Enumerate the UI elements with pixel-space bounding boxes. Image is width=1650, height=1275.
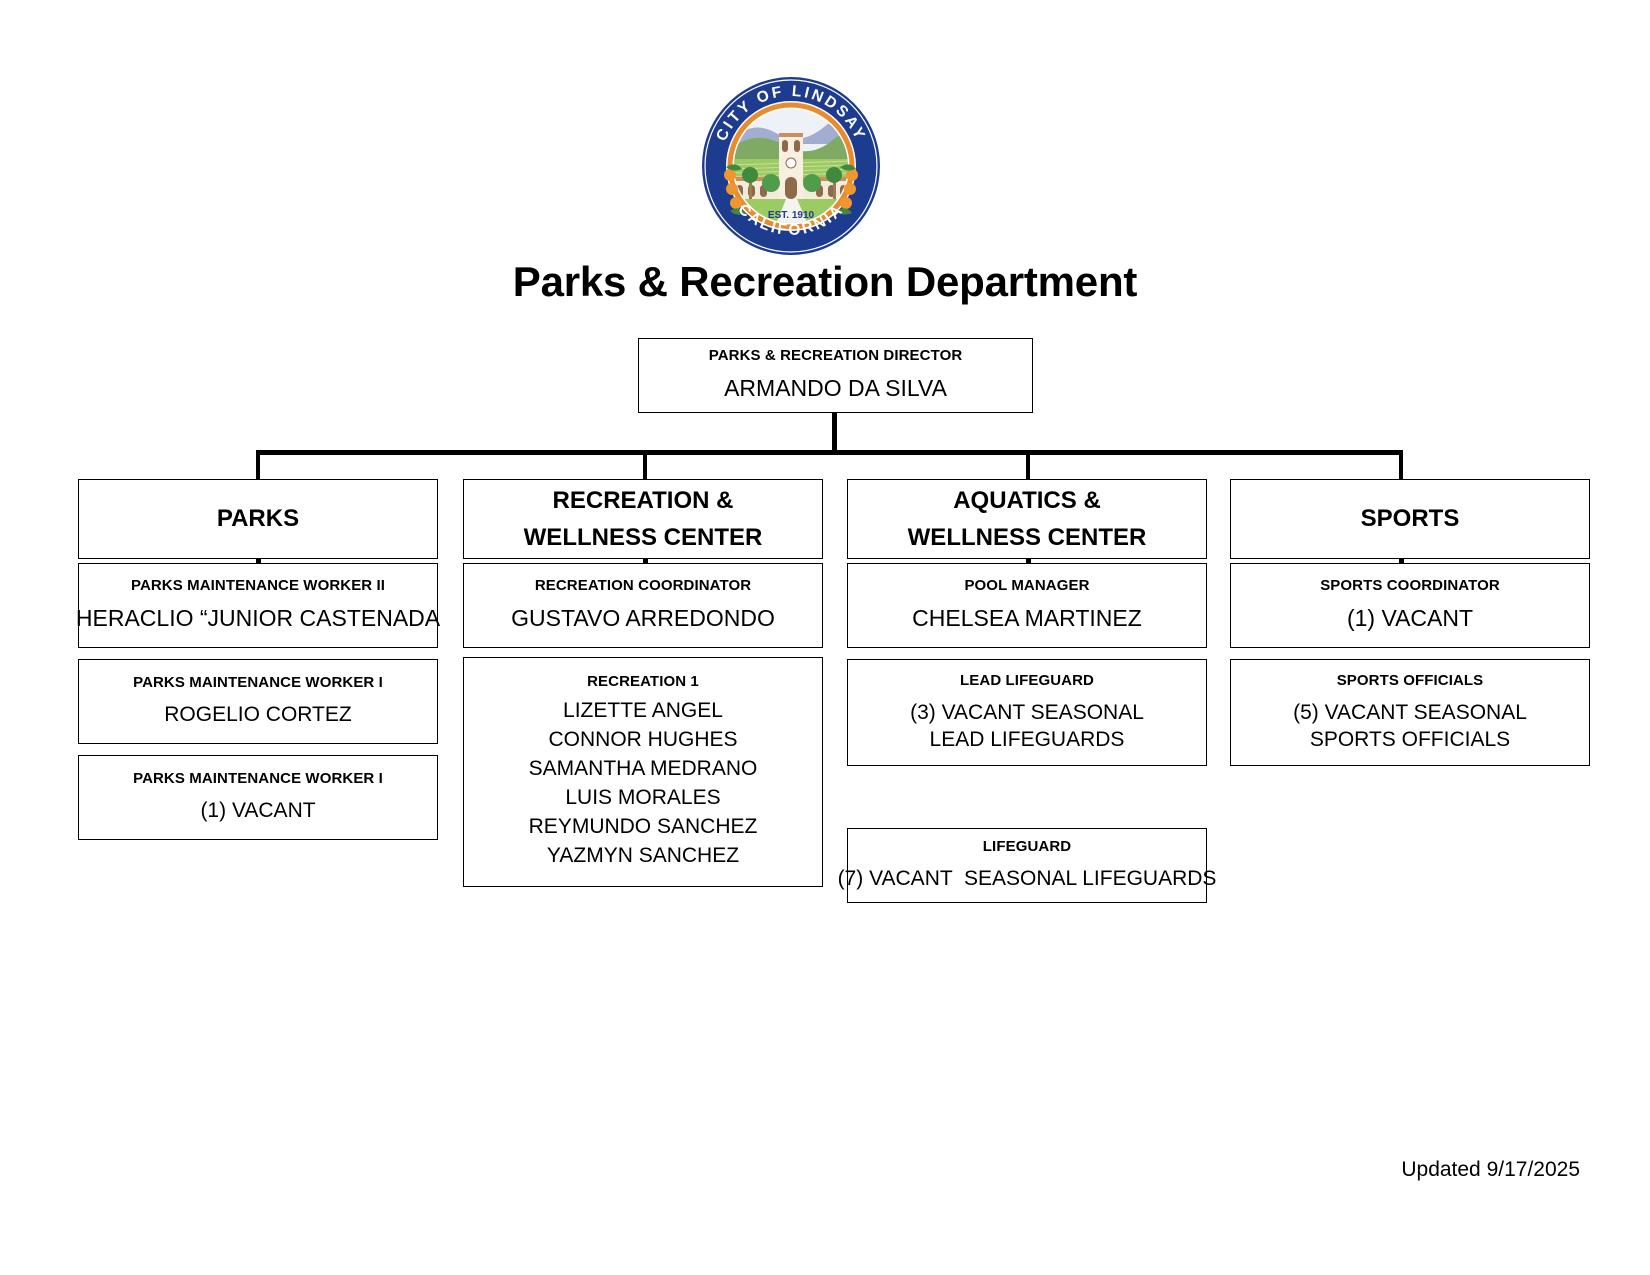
city-seal: CITY OF LINDSAY CALIFORNIA EST. 1910 [700,75,882,257]
seal-established-text: EST. 1910 [768,210,815,221]
division-aquatics-wellness-center[interactable]: AQUATICS & WELLNESS CENTER [847,479,1207,559]
node-lead-lifeguard-person: (3) VACANT SEASONAL LEAD LIFEGUARDS [910,700,1144,751]
node-pool-manager-role: POOL MANAGER [964,577,1090,595]
connector-director-stem [832,412,837,454]
node-parks-maintenance-worker-i-cortez[interactable]: PARKS MAINTENANCE WORKER I ROGELIO CORTE… [78,659,438,744]
node-recreation-1-name: CONNOR HUGHES [548,728,738,752]
node-recreation-1-names: LIZETTE ANGEL CONNOR HUGHES SAMANTHA MED… [529,697,758,871]
node-sports-officials-person: (5) VACANT SEASONAL SPORTS OFFICIALS [1293,700,1527,751]
page-title: Parks & Recreation Department [512,258,1138,305]
node-director-person: ARMANDO DA SILVA [724,374,947,401]
node-lifeguard-role: LIFEGUARD [982,838,1072,856]
division-sports[interactable]: SPORTS [1230,479,1590,559]
division-aquatics-wellness-center-label-line2: WELLNESS CENTER [907,524,1147,551]
node-parks-maintenance-worker-ii[interactable]: PARKS MAINTENANCE WORKER II HERACLIO “JU… [75,563,441,648]
node-lifeguard[interactable]: LIFEGUARD (7) VACANT SEASONAL LIFEGUARDS [838,828,1216,903]
node-recreation-1-name: SAMANTHA MEDRANO [528,757,758,781]
division-recreation-wellness-center-label-line2: WELLNESS CENTER [523,524,763,551]
division-parks[interactable]: PARKS [78,479,438,559]
node-parks-maintenance-worker-ii-person: HERACLIO “JUNIOR CASTENADA [75,604,441,631]
node-lead-lifeguard-role: LEAD LIFEGUARD [960,671,1094,689]
node-recreation-1-role: RECREATION 1 [587,672,699,690]
node-pool-manager-person: CHELSEA MARTINEZ [912,604,1142,631]
node-recreation-coordinator[interactable]: RECREATION COORDINATOR GUSTAVO ARREDONDO [463,563,823,648]
node-parks-maintenance-worker-i-cortez-person: ROGELIO CORTEZ [164,703,352,727]
node-parks-maintenance-worker-i-vacant-role: PARKS MAINTENANCE WORKER I [133,770,383,788]
division-recreation-wellness-center-label-line1: RECREATION & [552,486,734,514]
node-director[interactable]: PARKS & RECREATION DIRECTOR ARMANDO DA S… [638,338,1033,413]
division-recreation-wellness-center[interactable]: RECREATION & WELLNESS CENTER [463,479,823,559]
node-sports-officials-role: SPORTS OFFICIALS [1336,671,1484,689]
node-recreation-1-name: LUIS MORALES [565,786,721,810]
node-parks-maintenance-worker-i-cortez-role: PARKS MAINTENANCE WORKER I [133,674,383,692]
node-sports-coordinator[interactable]: SPORTS COORDINATOR (1) VACANT [1230,563,1590,648]
node-recreation-1-name: YAZMYN SANCHEZ [546,844,740,868]
node-recreation-coordinator-role: RECREATION COORDINATOR [534,577,752,595]
connector-drop-recreation [643,450,647,480]
division-aquatics-wellness-center-label-line1: AQUATICS & [953,486,1101,514]
footer-updated-date: Updated 9/17/2025 [1401,1158,1580,1181]
node-recreation-coordinator-person: GUSTAVO ARREDONDO [511,604,775,631]
node-recreation-1[interactable]: RECREATION 1 LIZETTE ANGEL CONNOR HUGHES… [463,657,823,887]
node-lead-lifeguard[interactable]: LEAD LIFEGUARD (3) VACANT SEASONAL LEAD … [847,659,1207,766]
node-parks-maintenance-worker-i-vacant[interactable]: PARKS MAINTENANCE WORKER I (1) VACANT [78,755,438,840]
connector-drop-sports [1399,450,1403,480]
node-parks-maintenance-worker-ii-role: PARKS MAINTENANCE WORKER II [130,577,386,595]
connector-drop-aquatics [1026,450,1030,480]
city-of-lindsay-seal-icon: CITY OF LINDSAY CALIFORNIA EST. 1910 [702,77,880,255]
node-lifeguard-person: (7) VACANT SEASONAL LIFEGUARDS [837,867,1217,891]
node-sports-coordinator-role: SPORTS COORDINATOR [1320,577,1500,595]
node-sports-officials[interactable]: SPORTS OFFICIALS (5) VACANT SEASONAL SPO… [1230,659,1590,766]
node-director-role: PARKS & RECREATION DIRECTOR [708,347,963,365]
division-sports-label: SPORTS [1360,505,1460,533]
division-parks-label: PARKS [216,505,300,533]
connector-drop-parks [256,450,260,480]
node-sports-coordinator-person: (1) VACANT [1346,604,1474,631]
connector-horizontal-bus [256,450,1403,455]
node-pool-manager[interactable]: POOL MANAGER CHELSEA MARTINEZ [847,563,1207,648]
node-parks-maintenance-worker-i-vacant-person: (1) VACANT [200,799,316,823]
node-recreation-1-name: REYMUNDO SANCHEZ [528,815,758,839]
node-recreation-1-name: LIZETTE ANGEL [563,699,723,723]
